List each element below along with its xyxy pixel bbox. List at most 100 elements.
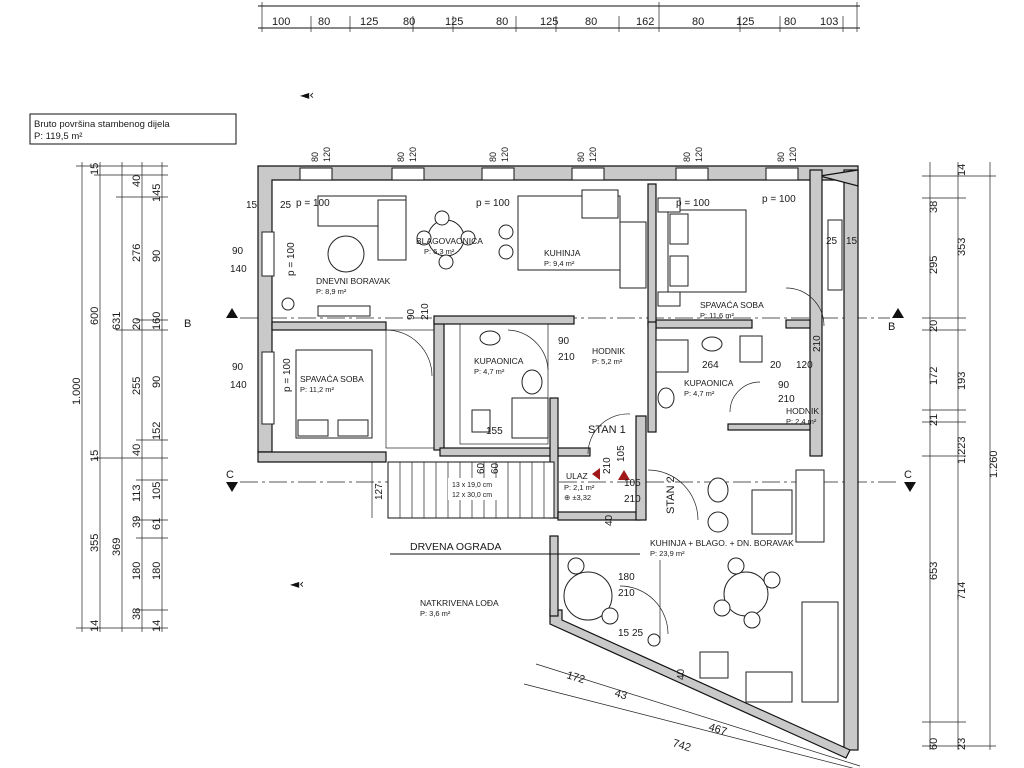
room-loda-name: NATKRIVENA LOĐA bbox=[420, 598, 499, 608]
dim-210c: 210 bbox=[812, 335, 823, 352]
left-dim-a5: 14 bbox=[89, 620, 101, 632]
left-dim-b1: 631 bbox=[111, 312, 123, 330]
dim-210g: 210 bbox=[618, 588, 635, 599]
top-dim-9: 162 bbox=[636, 16, 654, 28]
top-dim-5: 125 bbox=[445, 16, 463, 28]
right-dim-a2: 295 bbox=[928, 256, 940, 274]
room-ulaz-area: P: 2,1 m² bbox=[564, 483, 595, 492]
top-dim-12: 80 bbox=[784, 16, 796, 28]
dim-90a: 90 bbox=[232, 246, 244, 257]
left-dim-total: 1.000 bbox=[71, 377, 83, 405]
left-dimension-strip: 1.000 15 600 15 355 14 631 369 40 276 20… bbox=[71, 162, 168, 632]
dim-90c: 90 bbox=[778, 380, 790, 391]
dim-90-door1: 90 bbox=[406, 308, 417, 320]
left-dim-c5: 40 bbox=[131, 444, 143, 456]
dim-25c: 25 bbox=[826, 236, 838, 247]
dim-140b: 140 bbox=[230, 380, 247, 391]
win4-a: 80 bbox=[576, 152, 586, 162]
left-dim-c9: 38 bbox=[131, 608, 143, 620]
dim-15a: 15 bbox=[246, 200, 258, 211]
win5-a: 80 bbox=[682, 152, 692, 162]
dim-60b: 60 bbox=[490, 462, 501, 474]
dim-155: 155 bbox=[486, 426, 503, 437]
interior-walls bbox=[271, 183, 811, 521]
top-dim-4: 80 bbox=[403, 16, 415, 28]
dim-264: 264 bbox=[702, 360, 719, 371]
right-dim-b6: 23 bbox=[956, 738, 968, 750]
sill-1: p = 100 bbox=[296, 198, 330, 209]
dim-210d: 210 bbox=[778, 394, 795, 405]
room-kupaonica2-area: P: 4,7 m² bbox=[684, 389, 715, 398]
sill-heights: p = 100 p = 100 p = 100 p = 100 p = 100 … bbox=[282, 194, 796, 392]
right-dim-b4: 1.223 bbox=[956, 436, 968, 464]
sill-3: p = 100 bbox=[676, 198, 710, 209]
right-dim-b2: 353 bbox=[956, 238, 968, 256]
bottom-dimensions: 172 43 742 467 bbox=[523, 663, 861, 768]
left-dim-c6: 113 bbox=[131, 484, 143, 502]
dim-40: 40 bbox=[676, 668, 687, 680]
left-dim-b2: 369 bbox=[111, 538, 123, 556]
top-dim-8: 80 bbox=[585, 16, 597, 28]
dim-210-door2: 210 bbox=[558, 352, 575, 363]
right-dim-b5: 714 bbox=[956, 582, 968, 600]
room-kupaonica1-name: KUPAONICA bbox=[474, 356, 524, 366]
left-dim-d8: 180 bbox=[151, 562, 163, 580]
section-c-right: C bbox=[904, 469, 912, 481]
win2-b: 120 bbox=[408, 147, 418, 162]
sill-2: p = 100 bbox=[476, 198, 510, 209]
top-dim-11: 125 bbox=[736, 16, 754, 28]
left-dim-d3: 160 bbox=[151, 312, 163, 330]
right-dim-a5: 21 bbox=[928, 414, 940, 426]
room-hodnik1-name: HODNIK bbox=[592, 346, 625, 356]
stan2-label: STAN 2 bbox=[665, 476, 677, 514]
left-dim-d2: 90 bbox=[151, 250, 163, 262]
win3-b: 120 bbox=[500, 147, 510, 162]
right-dim-a6: 653 bbox=[928, 562, 940, 580]
win6-b: 120 bbox=[788, 147, 798, 162]
section-b-left: B bbox=[184, 318, 191, 330]
room-hodnik2-area: P: 2,4 m² bbox=[786, 417, 817, 426]
top-windows: 80 120 80 120 80 120 80 120 80 120 80 12… bbox=[299, 147, 799, 181]
bottom-dim-3: 742 bbox=[671, 737, 692, 754]
room-kupaonica1-area: P: 4,7 m² bbox=[474, 367, 505, 376]
sill-5: p = 100 bbox=[286, 242, 297, 276]
summary-title: Bruto površina stambenog dijela bbox=[34, 119, 170, 130]
room-labels: DNEVNI BORAVAK P: 8,9 m² BLAGOVAONICA P:… bbox=[300, 236, 819, 618]
left-dim-c2: 276 bbox=[131, 244, 143, 262]
furniture-stan2 bbox=[563, 197, 843, 703]
win1-b: 120 bbox=[322, 147, 332, 162]
left-dim-a3: 15 bbox=[89, 450, 101, 462]
bottom-dim-1: 172 bbox=[565, 669, 586, 686]
top-dim-2: 80 bbox=[318, 16, 330, 28]
left-dim-d1: 145 bbox=[151, 184, 163, 202]
dim-40b: 40 bbox=[604, 514, 615, 526]
north-arrow-bottom: ◄‹ bbox=[290, 577, 304, 591]
dim-20: 20 bbox=[770, 360, 782, 371]
right-dim-a1: 38 bbox=[928, 201, 940, 213]
top-dim-6: 80 bbox=[496, 16, 508, 28]
dim-210f: 210 bbox=[624, 494, 641, 505]
right-dim-b1: 14 bbox=[956, 164, 968, 176]
room-kuhinja-area: P: 9,4 m² bbox=[544, 259, 575, 268]
ograda-label: DRVENA OGRADA bbox=[410, 541, 501, 553]
left-dim-c3: 20 bbox=[131, 318, 143, 330]
section-b-right: B bbox=[888, 321, 895, 333]
room-blagovaonica-name: BLAGOVAONICA bbox=[416, 236, 483, 246]
left-dim-a2: 600 bbox=[89, 307, 101, 325]
room-kuhinja2-area: P: 23,9 m² bbox=[650, 549, 685, 558]
dim-25b: 25 bbox=[632, 628, 644, 639]
dim-140a: 140 bbox=[230, 264, 247, 275]
summary-area: P: 119,5 m² bbox=[34, 131, 82, 142]
win2-a: 80 bbox=[396, 152, 406, 162]
room-spavaca2-name: SPAVAĆA SOBA bbox=[300, 374, 364, 384]
room-hodnik1-area: P: 5,2 m² bbox=[592, 357, 623, 366]
dim-105: 105 bbox=[616, 445, 627, 462]
room-outlines bbox=[385, 323, 549, 449]
left-dim-c7: 39 bbox=[131, 516, 143, 528]
section-c-left: C bbox=[226, 469, 234, 481]
area-summary-box: Bruto površina stambenog dijela P: 119,5… bbox=[29, 113, 237, 145]
dim-180: 180 bbox=[618, 572, 635, 583]
top-dim-10: 80 bbox=[692, 16, 704, 28]
dim-210e: 210 bbox=[602, 457, 613, 474]
